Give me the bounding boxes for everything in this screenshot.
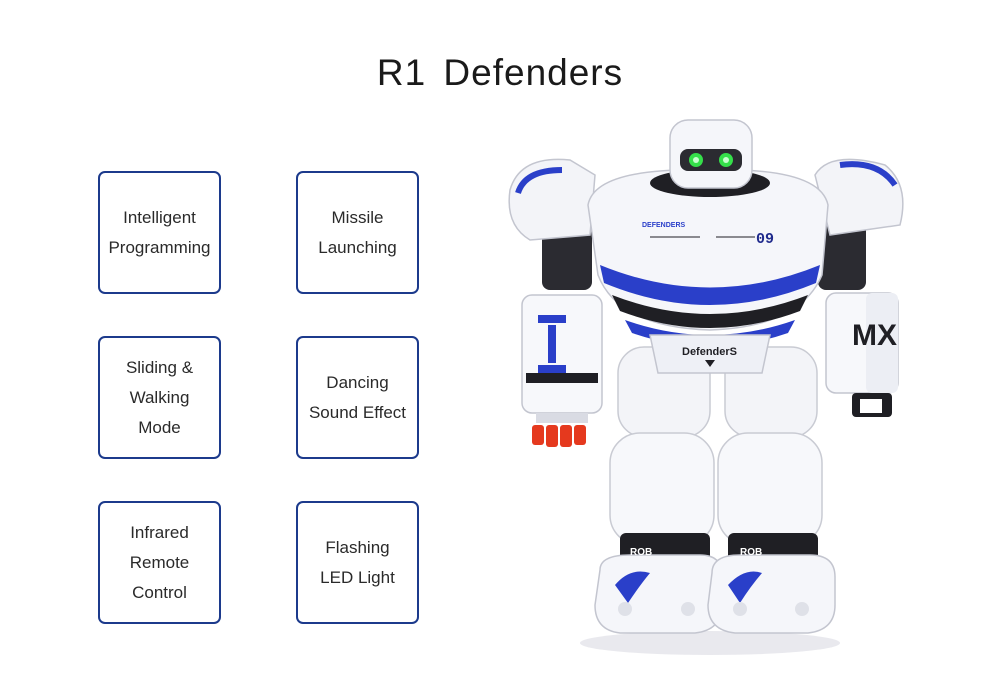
feature-label: Flashing LED Light [320, 537, 395, 587]
page-title: R1 Defenders [376, 52, 624, 93]
feature-label: Dancing Sound Effect [308, 372, 407, 422]
robot-left-leg [594, 346, 723, 634]
chest-brand-label: DEFENDERS [642, 222, 686, 229]
robot-product-image: ROB ROB [500, 115, 930, 660]
belt-label: DefenderS [682, 346, 737, 358]
right-foot-label: ROB [740, 547, 762, 558]
feature-card-flashing-led-light: Flashing LED Light [296, 501, 419, 624]
feature-card-intelligent-programming: Intelligent Programming [98, 171, 221, 294]
robot-head [669, 119, 753, 189]
robot-left-arm [508, 158, 603, 423]
robot-right-arm [814, 158, 904, 417]
robot-eyes-led-icon [689, 153, 733, 167]
arm-label: MX [852, 319, 897, 352]
robot-belt-plate [649, 334, 771, 374]
feature-card-infrared-remote-control: Infrared Remote Control [98, 501, 221, 624]
feature-card-missile-launching: Missile Launching [296, 171, 419, 294]
chest-number-label: 09 [756, 231, 774, 248]
feature-label: Infrared Remote Control [129, 522, 190, 602]
feature-card-sliding-walking-mode: Sliding & Walking Mode [98, 336, 221, 459]
feature-card-dancing-sound-effect: Dancing Sound Effect [296, 336, 419, 459]
robot-illustration: ROB ROB [508, 119, 904, 655]
feature-label: Sliding & Walking Mode [125, 357, 194, 437]
missile-launcher-icon [532, 425, 586, 447]
feature-label: Missile Launching [318, 207, 397, 257]
feature-label: Intelligent Programming [108, 207, 211, 257]
left-foot-label: ROB [630, 547, 652, 558]
robot-right-leg [707, 346, 836, 634]
